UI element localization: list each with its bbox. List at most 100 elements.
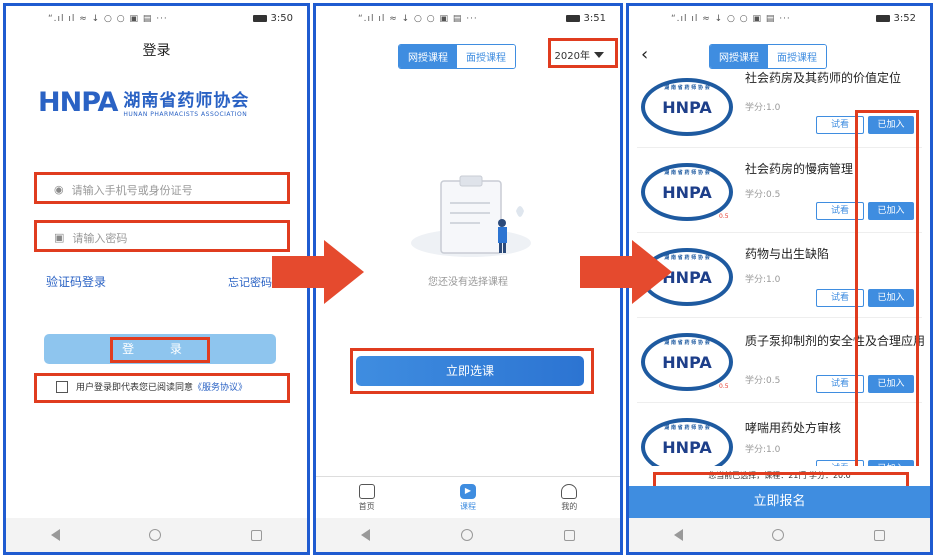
- recent-apps-icon[interactable]: [874, 529, 886, 541]
- badge-text: HNPA: [662, 97, 712, 117]
- try-button[interactable]: 试看: [816, 116, 864, 134]
- tab-online-courses[interactable]: 网授课程: [399, 45, 457, 68]
- user-icon: ◉: [54, 183, 64, 196]
- status-bar: “.ıl ıl ≈ ↓ ○ ○ ▣ ▤ ··· 3:50: [6, 6, 307, 32]
- course-title: 药物与出生缺陷: [745, 247, 830, 261]
- sms-login-link[interactable]: 验证码登录: [46, 275, 107, 289]
- back-icon[interactable]: [50, 529, 60, 541]
- status-icons: “.ıl ıl ≈ ↓ ○ ○ ▣ ▤ ···: [671, 14, 791, 24]
- highlight-phone: [34, 172, 290, 204]
- status-icons: “.ıl ıl ≈ ↓ ○ ○ ▣ ▤ ···: [48, 14, 168, 24]
- course-type-tabs: 网授课程 面授课程: [398, 44, 516, 69]
- arrow-right-icon: [580, 240, 672, 304]
- enroll-now-button[interactable]: 立即报名: [629, 486, 930, 518]
- system-nav-bar: [6, 518, 307, 552]
- password-placeholder: 请输入密码: [72, 231, 128, 245]
- highlight-password: [34, 220, 290, 252]
- service-agreement-link[interactable]: 《服务协议》: [193, 383, 248, 393]
- highlight-login-button: [110, 337, 210, 363]
- agree-text: 用户登录即代表您已阅读同意: [76, 383, 194, 393]
- year-selector[interactable]: 2020年: [555, 47, 604, 62]
- course-empty-screen: “.ıl ıl ≈ ↓ ○ ○ ▣ ▤ ··· 3:51 网授课程 面授课程 2…: [313, 3, 623, 555]
- badge-arc-text: 湖 南 省 药 师 协 会: [664, 85, 710, 91]
- tab-me[interactable]: 我的: [561, 477, 578, 518]
- badge-arc-text: 湖 南 省 药 师 协 会: [664, 255, 710, 261]
- recent-apps-icon[interactable]: [563, 529, 575, 541]
- joined-button[interactable]: 已加入: [868, 116, 914, 134]
- tab-home-label: 首页: [358, 501, 375, 511]
- home-icon[interactable]: [460, 529, 473, 541]
- home-icon: [358, 483, 375, 499]
- back-icon[interactable]: [673, 529, 683, 541]
- tab-offline-courses[interactable]: 面授课程: [457, 45, 515, 68]
- course-item[interactable]: 湖 南 省 药 师 协 会 HNPA 社会药房及其药师的价值定位 学分:1.0 试…: [637, 68, 922, 148]
- status-bar: “.ıl ıl ≈ ↓ ○ ○ ▣ ▤ ··· 3:51: [316, 6, 620, 32]
- system-nav-bar: [629, 518, 930, 552]
- tab-me-label: 我的: [561, 501, 578, 511]
- system-nav-bar: [316, 518, 620, 552]
- course-title: 社会药房的慢病管理: [745, 162, 854, 176]
- badge-arc-text: 湖 南 省 药 师 协 会: [664, 425, 710, 431]
- try-button[interactable]: 试看: [816, 202, 864, 220]
- hnpa-badge-icon: 湖 南 省 药 师 协 会 HNPA: [641, 163, 733, 221]
- highlight-year: [548, 38, 618, 68]
- play-icon: ▶: [459, 483, 476, 499]
- tab-home[interactable]: 首页: [358, 477, 375, 518]
- tab-offline-courses[interactable]: 面授课程: [768, 45, 826, 68]
- agreement-row: 用户登录即代表您已阅读同意 《服务协议》: [56, 380, 247, 393]
- tab-courses-label: 课程: [459, 501, 476, 511]
- login-button[interactable]: 登 录: [44, 334, 276, 364]
- empty-clipboard-illustration: [411, 175, 531, 257]
- course-item[interactable]: 湖 南 省 药 师 协 会 HNPA 0.5 社会药房的慢病管理 学分:0.5 试…: [637, 153, 922, 233]
- course-credit: 学分:1.0: [745, 445, 781, 455]
- course-title: 社会药房及其药师的价值定位: [745, 71, 902, 85]
- clock: 3:50: [270, 13, 293, 24]
- try-button[interactable]: 试看: [816, 289, 864, 307]
- badge-text: HNPA: [662, 182, 712, 202]
- forgot-password-link[interactable]: 忘记密码？: [228, 276, 283, 289]
- badge-arc-text: 湖 南 省 药 师 协 会: [664, 340, 710, 346]
- back-icon[interactable]: [361, 529, 371, 541]
- home-icon[interactable]: [149, 529, 162, 541]
- hnpa-badge-icon: 湖 南 省 药 师 协 会 HNPA: [641, 248, 733, 306]
- course-credit: 学分:0.5: [745, 190, 781, 200]
- badge-sub-text: 0.5: [719, 383, 729, 390]
- try-button[interactable]: 试看: [816, 375, 864, 393]
- clock: 3:52: [893, 13, 916, 24]
- recent-apps-icon[interactable]: [251, 529, 263, 541]
- course-item[interactable]: 湖 南 省 药 师 协 会 HNPA 药物与出生缺陷 学分:1.0 试看 已加入: [637, 238, 922, 318]
- battery-icon: [565, 15, 580, 22]
- joined-button[interactable]: 已加入: [868, 202, 914, 220]
- person-icon: [561, 483, 578, 499]
- choose-course-button[interactable]: 立即选课: [356, 356, 584, 386]
- course-title: 哮喘用药处方审核: [745, 421, 842, 435]
- joined-button[interactable]: 已加入: [868, 375, 914, 393]
- badge-sub-text: 0.5: [719, 213, 729, 220]
- bottom-tab-bar: 首页 ▶ 课程 我的: [316, 476, 620, 518]
- lock-icon: ▣: [54, 231, 65, 244]
- hnpa-badge-icon: 湖 南 省 药 师 协 会 HNPA: [641, 78, 733, 136]
- login-screen: “.ıl ıl ≈ ↓ ○ ○ ▣ ▤ ··· 3:50 登录 HNPA 湖南省…: [3, 3, 310, 555]
- logo-english-name: HUNAN PHARMACISTS ASSOCIATION: [123, 111, 248, 118]
- highlight-choose-button: [350, 348, 594, 394]
- badge-text: HNPA: [662, 267, 712, 287]
- badge-arc-text: 湖 南 省 药 师 协 会: [664, 170, 710, 176]
- course-type-tabs: 网授课程 面授课程: [709, 44, 827, 69]
- arrow-right-icon: [272, 240, 364, 304]
- status-icons: “.ıl ıl ≈ ↓ ○ ○ ▣ ▤ ···: [358, 14, 478, 24]
- tab-courses[interactable]: ▶ 课程: [459, 477, 476, 518]
- hnpa-logo: HNPA 湖南省药师协会 HUNAN PHARMACISTS ASSOCIATI…: [38, 86, 249, 119]
- tab-online-courses[interactable]: 网授课程: [710, 45, 768, 68]
- agree-checkbox[interactable]: [56, 380, 68, 393]
- logo-mark: HNPA: [38, 86, 118, 118]
- highlight-joined-column: [855, 110, 919, 478]
- home-icon[interactable]: [772, 529, 785, 541]
- course-credit: 学分:1.0: [745, 103, 781, 113]
- badge-text: HNPA: [662, 437, 712, 457]
- phone-placeholder: 请输入手机号或身份证号: [71, 183, 193, 197]
- back-chevron-icon[interactable]: ‹: [641, 44, 649, 65]
- course-credit: 学分:1.0: [745, 275, 781, 285]
- joined-button[interactable]: 已加入: [868, 289, 914, 307]
